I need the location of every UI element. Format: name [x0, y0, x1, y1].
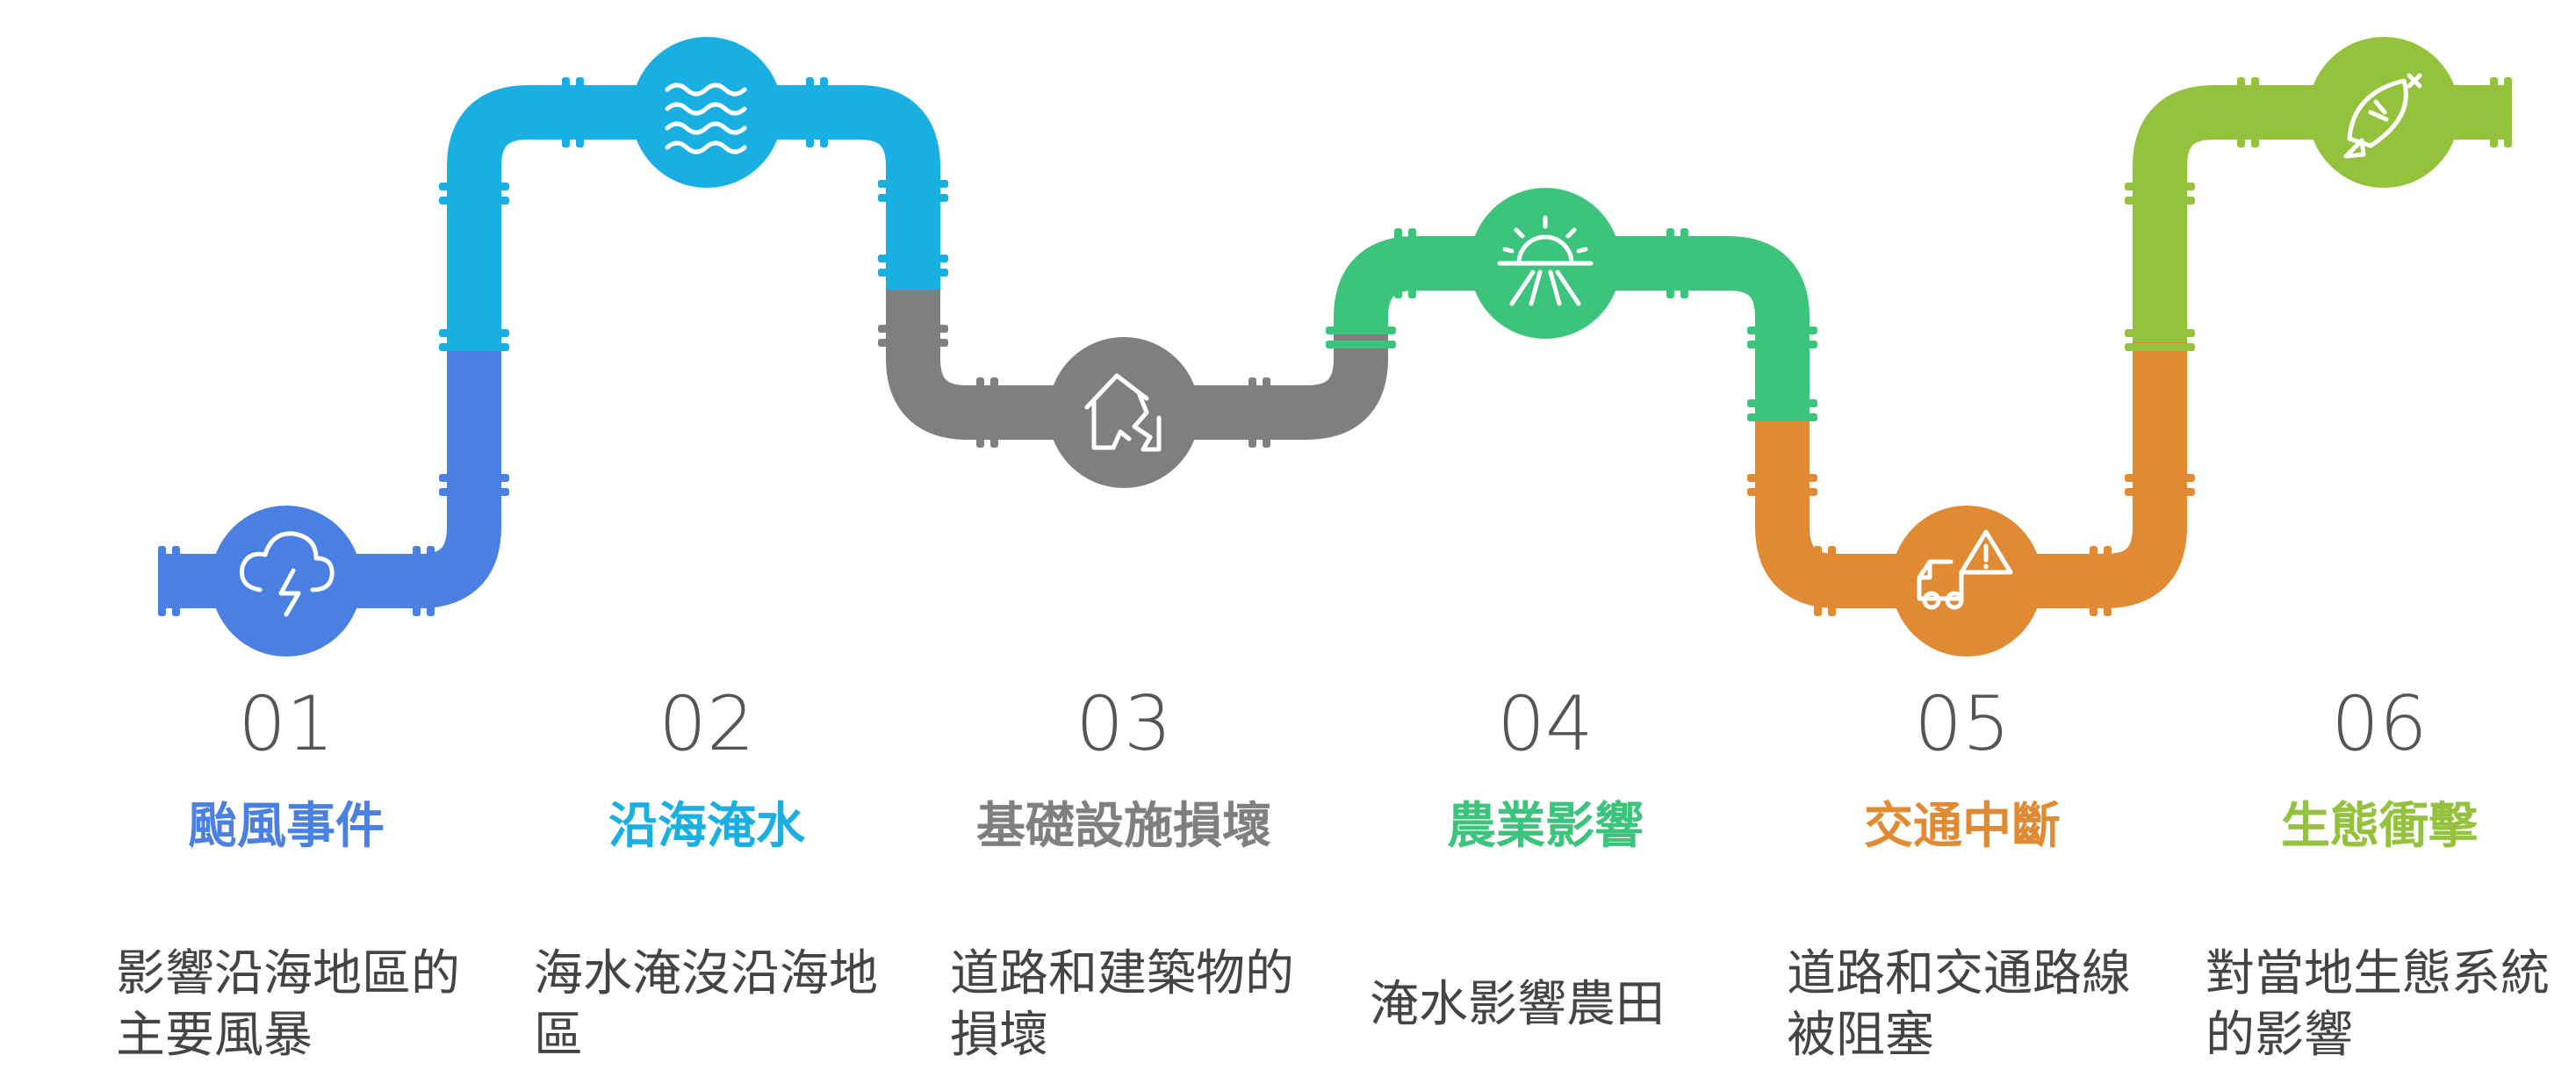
- step-title: 生態衝擊: [2281, 798, 2478, 855]
- step-number: 05: [1914, 680, 2011, 768]
- step-02-description: 海水淹沒沿海地區: [534, 945, 878, 1064]
- step-03-description: 道路和建築物的損壞: [950, 945, 1294, 1064]
- waves-icon: [631, 37, 782, 188]
- step-title: 沿海淹水: [608, 798, 805, 855]
- step-title: 基礎設施損壞: [976, 798, 1271, 855]
- step-03: 03 基礎設施損壞: [931, 680, 1317, 858]
- pipe-segment-06: [2133, 85, 2511, 342]
- dead-fish-icon: [2308, 37, 2459, 188]
- step-number: 04: [1497, 680, 1594, 768]
- step-title: 颱風事件: [188, 798, 385, 855]
- step-06-description: 對當地生態系統的影響: [2205, 945, 2550, 1064]
- step-number: 06: [2331, 680, 2428, 768]
- step-04-description: 淹水影響農田: [1370, 976, 1665, 1033]
- step-05: 05 交通中斷: [1769, 680, 2155, 858]
- storm-cloud-icon: [211, 506, 362, 657]
- step-title: 交通中斷: [1864, 798, 2061, 855]
- step-05-description: 道路和交通路線被阻塞: [1787, 945, 2131, 1064]
- sunrise-field-icon: [1470, 188, 1621, 339]
- step-01-description: 影響沿海地區的主要風暴: [116, 945, 460, 1064]
- cracked-house-icon: [1048, 337, 1199, 488]
- step-04: 04 農業影響: [1352, 680, 1738, 858]
- step-number: 02: [658, 680, 755, 768]
- pipeline-diagram: [158, 37, 2512, 657]
- step-02: 02 沿海淹水: [514, 680, 900, 858]
- step-title: 農業影響: [1447, 798, 1644, 855]
- pipe-flanges: [158, 77, 2512, 616]
- step-number: 01: [238, 680, 335, 768]
- step-06: 06 生態衝擊: [2186, 680, 2572, 858]
- pipe-segment-01: [158, 347, 501, 608]
- step-number: 03: [1076, 680, 1172, 768]
- step-01: 01 颱風事件: [93, 680, 479, 858]
- truck-warning-icon: [1891, 506, 2042, 657]
